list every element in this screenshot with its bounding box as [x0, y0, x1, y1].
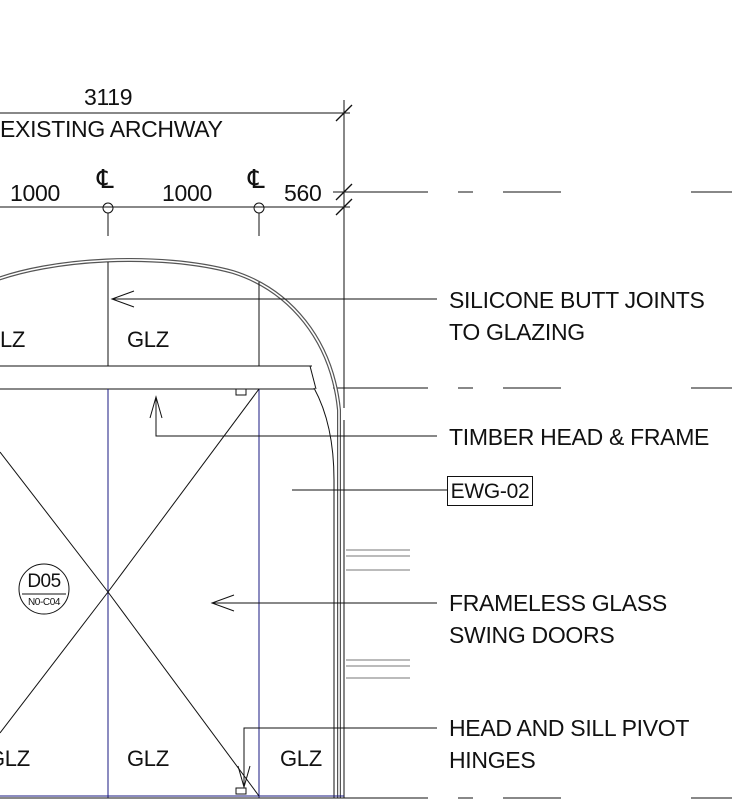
- panel-label: GLZ: [127, 327, 169, 352]
- callout-silicone-line2: TO GLAZING: [449, 319, 585, 345]
- arrowhead: [110, 290, 135, 308]
- archway-outline-inner: [0, 259, 340, 798]
- dimension-tick: [335, 198, 353, 216]
- callout-silicone-line1: SILICONE BUTT JOINTS: [449, 287, 705, 313]
- centerline-symbol: ℄: [97, 164, 114, 194]
- arrowhead: [237, 765, 251, 789]
- swing-diagonal: [107, 591, 260, 797]
- swing-diagonal: [0, 451, 109, 593]
- panel-label: LZ: [0, 327, 26, 352]
- overall-dimension-value: 3119: [84, 84, 133, 110]
- callout-ewg-tag: EWG-02: [447, 476, 533, 506]
- door-tag-circle: [18, 563, 70, 615]
- overall-dimension-note: EXISTING ARCHWAY: [0, 116, 223, 142]
- centerline-symbol: ℄: [248, 164, 265, 194]
- panel-label: GLZ: [0, 746, 30, 771]
- callout-frameless-line1: FRAMELESS GLASS: [449, 590, 667, 616]
- centerline-marker: [102, 202, 114, 214]
- pivot-hinge-bottom: [235, 787, 247, 795]
- leader-hinges: [243, 727, 437, 787]
- callout-timber: TIMBER HEAD & FRAME: [449, 424, 710, 450]
- panel-label: GLZ: [127, 746, 169, 771]
- panel-label: GLZ: [280, 746, 322, 771]
- door-tag-code: D05: [27, 571, 61, 592]
- pivot-hinge-top: [235, 388, 247, 396]
- centerline-marker: [253, 202, 265, 214]
- swing-diagonal: [0, 591, 109, 734]
- arrowhead: [149, 395, 163, 419]
- callout-hinges-line1: HEAD AND SILL PIVOT: [449, 715, 690, 741]
- arrowhead: [210, 594, 235, 612]
- segment-dimension-1: 1000: [10, 180, 60, 206]
- segment-dimension-2: 1000: [162, 180, 212, 206]
- leader-timber: [155, 397, 437, 437]
- archway-inner: [313, 387, 335, 798]
- callout-frameless-line2: SWING DOORS: [449, 622, 615, 648]
- segment-dimension-3: 560: [284, 180, 322, 206]
- transom-end: [309, 365, 317, 390]
- swing-diagonal: [107, 388, 260, 593]
- archway-outline: [0, 258, 341, 798]
- door-tag-ref: N0-C04: [27, 597, 61, 608]
- callout-hinges-line2: HINGES: [449, 747, 536, 773]
